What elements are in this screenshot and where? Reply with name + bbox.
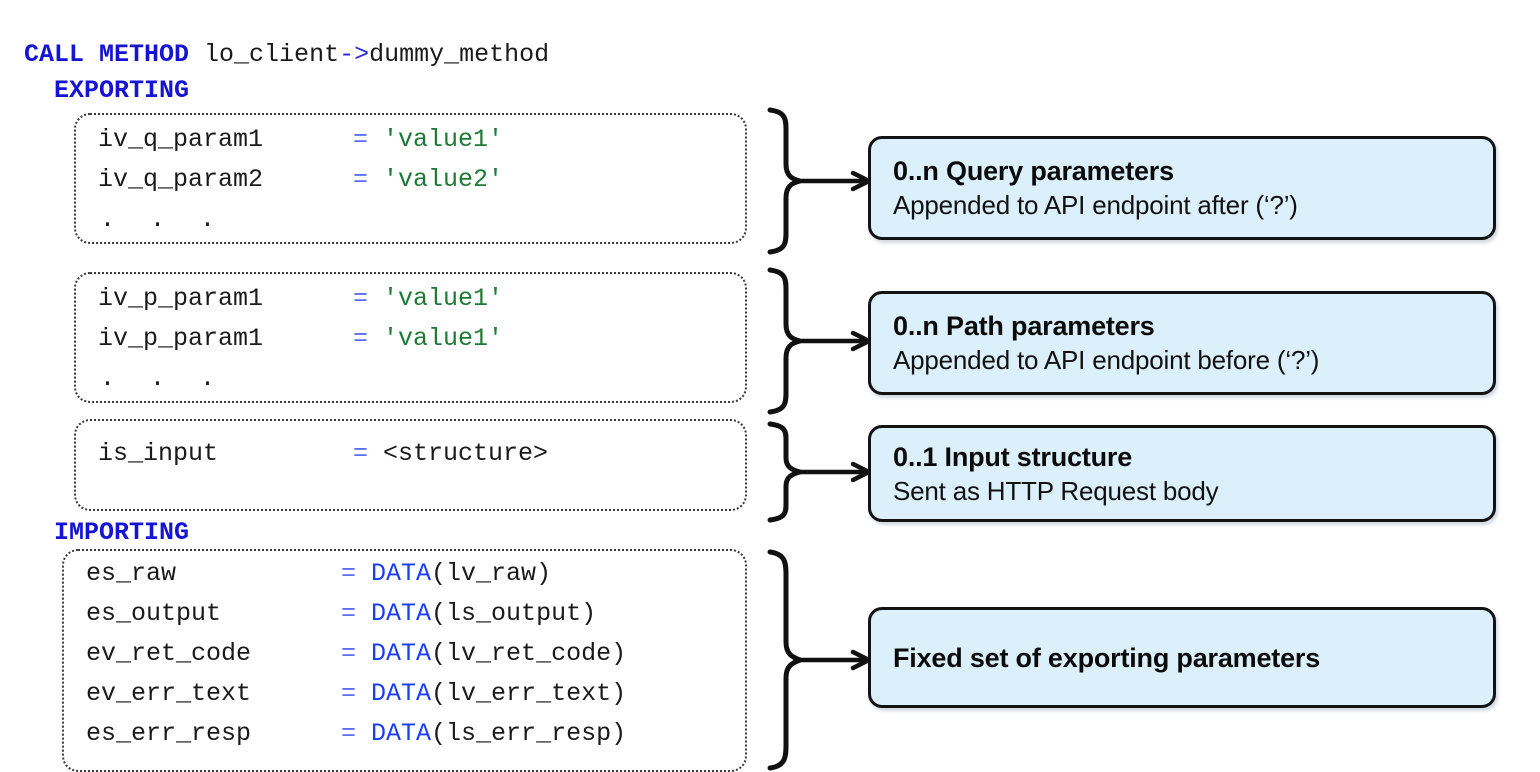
param-value: (lv_err_text): [431, 679, 627, 708]
param-value: 'value1': [383, 284, 504, 313]
equals-sign: =: [353, 125, 369, 154]
call-object-name: lo_client: [204, 40, 340, 69]
call-method-keyword: CALL METHOD: [24, 40, 190, 69]
call-method-line: CALL METHOD lo_client->dummy_method: [24, 40, 549, 70]
param-value: (ls_output): [431, 599, 597, 628]
importing-keyword: IMPORTING: [54, 518, 190, 547]
callout-title: 0..1 Input structure: [893, 441, 1133, 472]
param-name: is_input: [98, 439, 219, 468]
callout-subtitle: Appended to API endpoint after (‘?’): [893, 190, 1298, 220]
callout-subtitle: Sent as HTTP Request body: [893, 475, 1219, 506]
param-row: is_input = <structure>: [98, 439, 548, 469]
exporting-parameters-callout: Fixed set of exporting parameters: [868, 607, 1496, 708]
param-row: es_raw = DATA(lv_raw): [86, 559, 551, 589]
param-value: (lv_raw): [431, 559, 552, 588]
param-row: iv_p_param1 = 'value1': [98, 324, 503, 354]
param-value: (lv_ret_code): [431, 639, 627, 668]
param-value: (ls_err_resp): [431, 719, 627, 748]
param-value: 'value1': [383, 324, 504, 353]
equals-sign: =: [341, 599, 357, 628]
query-parameters-box: iv_q_param1 = 'value1' iv_q_param2 = 'valu…: [74, 113, 747, 244]
ellipsis-row: . . .: [100, 205, 226, 234]
exporting-keyword: EXPORTING: [54, 76, 190, 105]
callout-subtitle: Appended to API endpoint before (‘?’): [893, 345, 1320, 375]
param-row: iv_p_param1 = 'value1': [98, 284, 503, 314]
param-name: es_output: [86, 599, 222, 628]
input-structure-box: is_input = <structure>: [74, 419, 747, 511]
ellipsis-row: . . .: [100, 364, 226, 393]
arrow-operator: ->: [339, 40, 370, 69]
param-value: 'value2': [383, 165, 504, 194]
param-row: iv_q_param1 = 'value1': [98, 125, 503, 155]
query-parameters-callout: 0..n Query parameters Appended to API en…: [868, 136, 1496, 240]
param-row: es_err_resp = DATA(ls_err_resp): [86, 719, 626, 749]
data-keyword: DATA: [371, 679, 432, 708]
param-name: iv_q_param1: [98, 125, 264, 154]
param-row: ev_err_text = DATA(lv_err_text): [86, 679, 626, 709]
equals-sign: =: [353, 324, 369, 353]
data-keyword: DATA: [371, 599, 432, 628]
call-method-name: dummy_method: [369, 40, 550, 69]
equals-sign: =: [341, 679, 357, 708]
callout-title: 0..n Path parameters: [893, 311, 1155, 341]
callout-title: 0..n Query parameters: [893, 156, 1174, 186]
data-keyword: DATA: [371, 719, 432, 748]
equals-sign: =: [353, 439, 369, 468]
abap-code-area: CALL METHOD lo_client->dummy_method EXPO…: [24, 40, 747, 772]
param-row: iv_q_param2 = 'value2': [98, 165, 503, 195]
param-value: 'value1': [383, 125, 504, 154]
input-structure-callout: 0..1 Input structure Sent as HTTP Reques…: [868, 425, 1496, 522]
param-name: ev_err_text: [86, 679, 252, 708]
param-row: ev_ret_code = DATA(lv_ret_code): [86, 639, 626, 669]
equals-sign: =: [341, 559, 357, 588]
importing-parameters-box: es_raw= DATA(lv_raw) es_output= DATA(ls_…: [62, 549, 747, 772]
path-parameters-callout: 0..n Path parameters Appended to API end…: [868, 291, 1496, 395]
param-value: <structure>: [383, 439, 549, 468]
param-name: ev_ret_code: [86, 639, 252, 668]
equals-sign: =: [341, 639, 357, 668]
param-name: iv_q_param2: [98, 165, 264, 194]
param-name: iv_p_param1: [98, 284, 264, 313]
callout-title: Fixed set of exporting parameters: [893, 642, 1321, 673]
param-row: es_output = DATA(ls_output): [86, 599, 596, 629]
param-name: es_raw: [86, 559, 177, 588]
equals-sign: =: [353, 165, 369, 194]
param-name: iv_p_param1: [98, 324, 264, 353]
data-keyword: DATA: [371, 559, 432, 588]
equals-sign: =: [341, 719, 357, 748]
path-parameters-box: iv_p_param1 = 'value1' iv_p_param1 = 'valu…: [74, 272, 747, 403]
param-name: es_err_resp: [86, 719, 252, 748]
data-keyword: DATA: [371, 639, 432, 668]
equals-sign: =: [353, 284, 369, 313]
